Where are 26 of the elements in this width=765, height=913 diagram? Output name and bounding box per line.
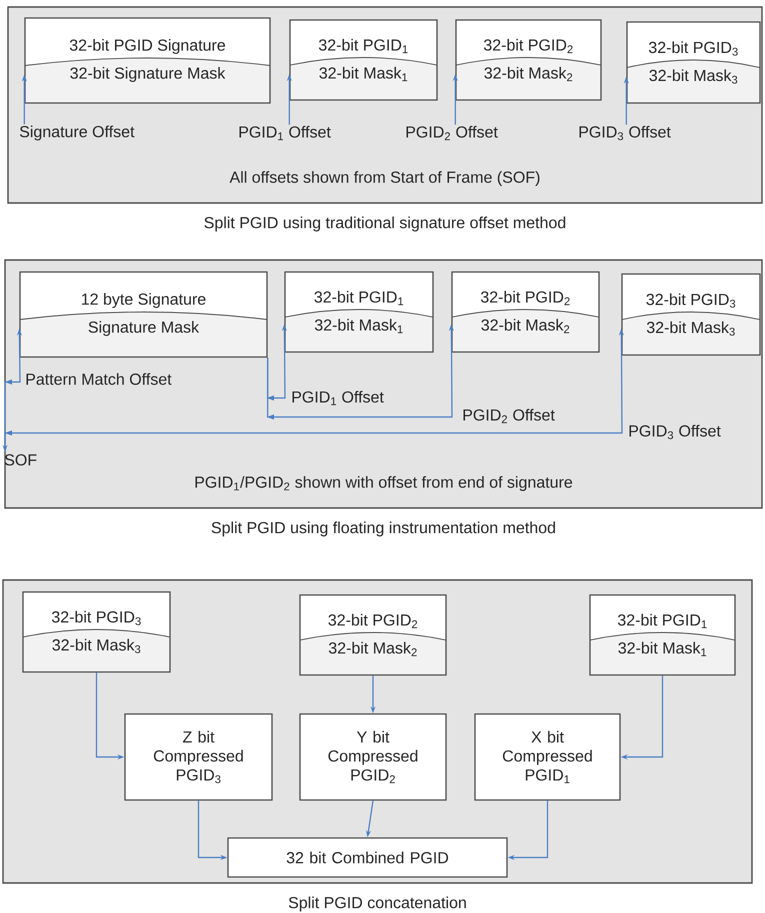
process-box: Z bit Compressed PGID$_{3}$ bbox=[124, 713, 273, 801]
field-box: 32-bit PGID$_{1}$ 32-bit Mask$_{1}$ bbox=[289, 19, 438, 101]
edge-label: Pattern Match Offset bbox=[24, 372, 173, 386]
field-box: 32-bit PGID$_{2}$ 32-bit Mask$_{2}$ bbox=[299, 594, 447, 676]
panel-caption: Split PGID using floating instrumentation method bbox=[212, 522, 555, 536]
field-box: 32-bit PGID$_{2}$ 32-bit Mask$_{2}$ bbox=[455, 19, 602, 101]
offset-label: Signature Offset bbox=[20, 126, 134, 140]
combined-box: 32 bit Combined PGID bbox=[227, 837, 508, 878]
field-box: 32-bit PGID$_{3}$ 32-bit Mask$_{3}$ bbox=[626, 21, 761, 104]
field-box: 32-bit PGID$_{1}$ 32-bit Mask$_{1}$ bbox=[589, 594, 736, 676]
edge-label: PGID$_{3}$ Offset bbox=[627, 424, 722, 440]
field-box: 12 byte Signature Signature Mask bbox=[19, 271, 268, 358]
field-box: 32-bit PGID$_{3}$ 32-bit Mask$_{3}$ bbox=[22, 591, 171, 673]
field-box: 32-bit PGID Signature 32-bit Signature Mask bbox=[24, 17, 271, 104]
edge-label: PGID$_{2}$ Offset bbox=[461, 408, 556, 424]
edge-label: PGID$_{1}$ Offset bbox=[290, 390, 385, 406]
process-box: Y bit Compressed PGID$_{2}$ bbox=[299, 713, 447, 801]
panel-caption: Split PGID concatenation bbox=[288, 896, 466, 912]
offset-label: PGID$_{2}$ Offset bbox=[406, 126, 498, 140]
field-box: 32-bit PGID$_{1}$ 32-bit Mask$_{1}$ bbox=[284, 271, 434, 353]
field-box: 32-bit PGID$_{3}$ 32-bit Mask$_{3}$ bbox=[621, 273, 761, 356]
offset-label: PGID$_{1}$ Offset bbox=[240, 126, 331, 140]
process-box: X bit Compressed PGID$_{1}$ bbox=[474, 713, 621, 801]
offset-label: PGID$_{3}$ Offset bbox=[580, 126, 671, 140]
panel-caption: Split PGID using traditional signature offset method bbox=[204, 216, 566, 232]
field-box: 32-bit PGID$_{2}$ 32-bit Mask$_{2}$ bbox=[451, 271, 600, 353]
